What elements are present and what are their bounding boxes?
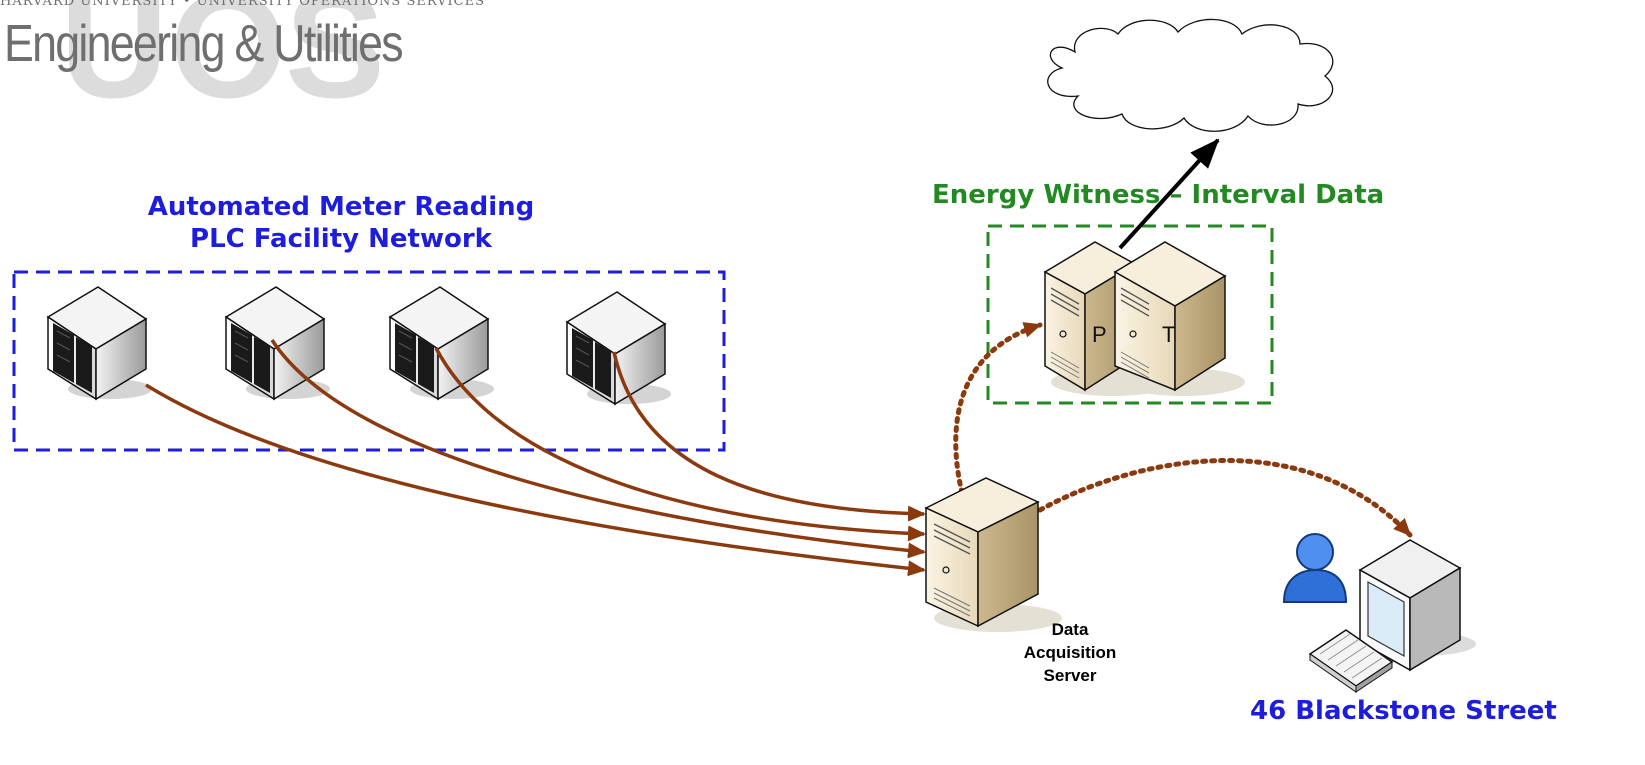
link-energy-witness-cloud	[1118, 138, 1220, 250]
link-plc3-das	[434, 347, 926, 542]
data-acquisition-server	[924, 477, 1062, 632]
internet-cloud	[1047, 18, 1334, 132]
workstation-monitor-icon	[1358, 539, 1476, 672]
das-label: Data Acquisition Server	[1010, 618, 1130, 687]
plc-device-3	[388, 286, 494, 401]
amr-label-line1: Automated Meter Reading	[147, 192, 535, 222]
server-test-label: T	[1162, 322, 1176, 347]
link-das-workstation	[1037, 458, 1413, 538]
header-title: Engineering & Utilities	[4, 15, 404, 73]
amr-label-line2: PLC Facility Network	[190, 224, 492, 254]
plc-device-1	[46, 286, 152, 401]
amr-network-label: Automated Meter Reading PLC Facility Net…	[146, 192, 536, 254]
amr-network-box	[12, 270, 726, 452]
plc-device-4	[565, 291, 671, 406]
das-label-line3: Server	[1043, 666, 1097, 685]
plc-device-2	[224, 286, 330, 401]
keyboard-icon	[1308, 629, 1394, 693]
das-label-line2: Acquisition	[1023, 643, 1117, 662]
energy-witness-label: Energy Witness – Interval Data	[932, 180, 1385, 210]
workstation-label: 46 Blackstone Street	[1250, 696, 1557, 726]
user-icon	[1282, 533, 1348, 603]
link-plc4-das	[612, 351, 926, 522]
link-plc2-das	[270, 339, 926, 559]
logo-watermark: U O S	[60, 0, 420, 110]
logo-letter-s: S	[285, 0, 386, 110]
energy-witness-box	[986, 224, 1274, 405]
server-test	[1113, 241, 1245, 396]
link-das-energy-witness	[953, 322, 1043, 496]
logo-letter-o: O	[170, 0, 287, 110]
logo-letter-u: U	[60, 0, 169, 110]
server-primary-label: P	[1092, 322, 1107, 347]
link-plc1-das	[145, 383, 926, 577]
header-subtitle: HARVARD UNIVERSITY • UNIVERSITY OPERATIO…	[0, 0, 486, 9]
das-label-line1: Data	[1051, 620, 1089, 639]
